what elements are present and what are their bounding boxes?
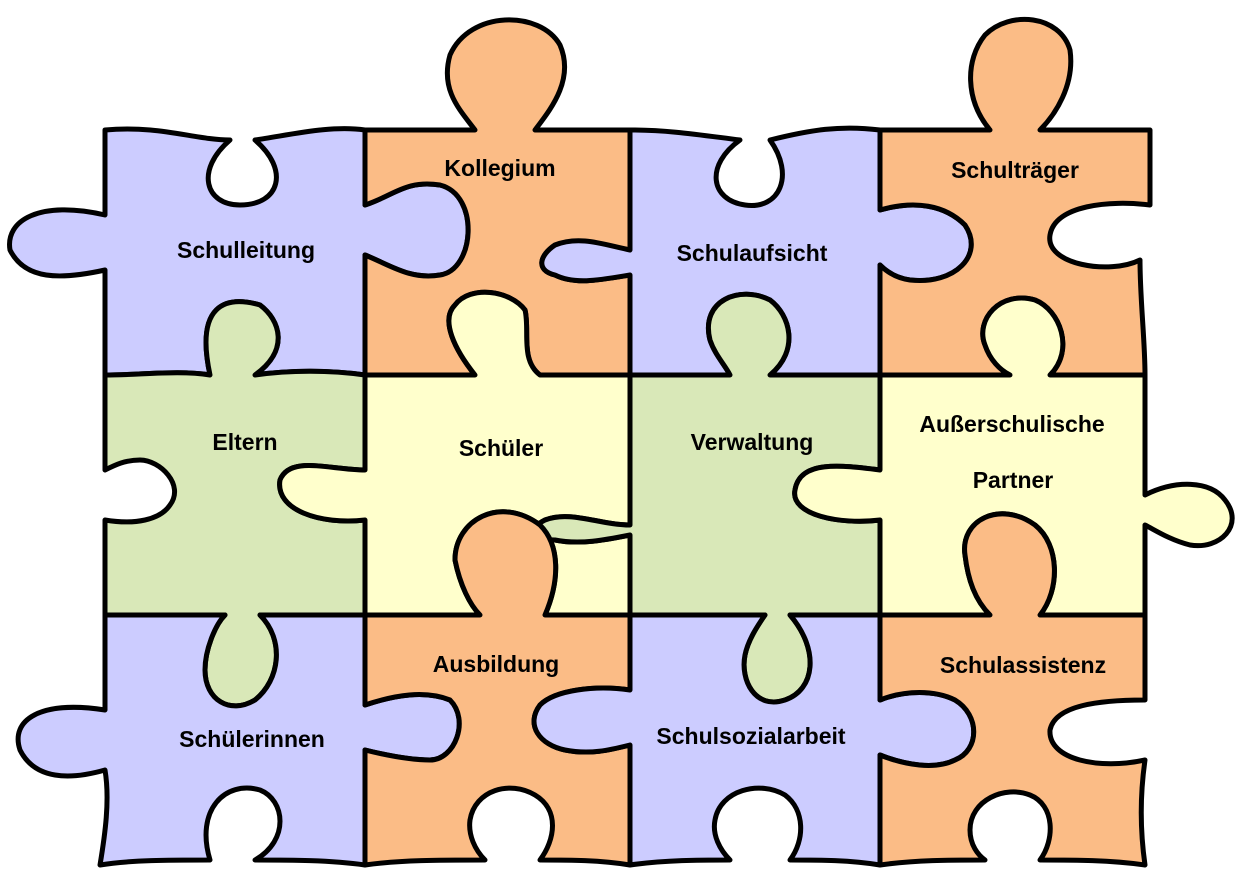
label-kollegium: Kollegium — [444, 155, 555, 181]
label-schuelerinnen: Schülerinnen — [179, 726, 325, 752]
label-schulleitung: Schulleitung — [177, 237, 315, 263]
label-verwaltung: Verwaltung — [691, 429, 814, 455]
label-ausserschulische: Außerschulische — [919, 411, 1104, 437]
label-schulassistenz: Schulassistenz — [940, 652, 1106, 678]
label-schultraeger: Schulträger — [951, 157, 1079, 183]
puzzle-labels: Schulleitung Kollegium Schulaufsicht Sch… — [177, 155, 1106, 752]
label-ausbildung: Ausbildung — [433, 651, 559, 677]
label-schueler: Schüler — [459, 435, 543, 461]
piece-schultraeger — [877, 16, 1153, 378]
label-eltern: Eltern — [212, 429, 277, 455]
puzzle-pieces — [7, 16, 1235, 868]
label-schulsozialarbeit: Schulsozialarbeit — [656, 723, 846, 749]
label-schulaufsicht: Schulaufsicht — [677, 240, 828, 266]
label-partner: Partner — [973, 467, 1054, 493]
piece-schulassistenz — [877, 511, 1148, 868]
